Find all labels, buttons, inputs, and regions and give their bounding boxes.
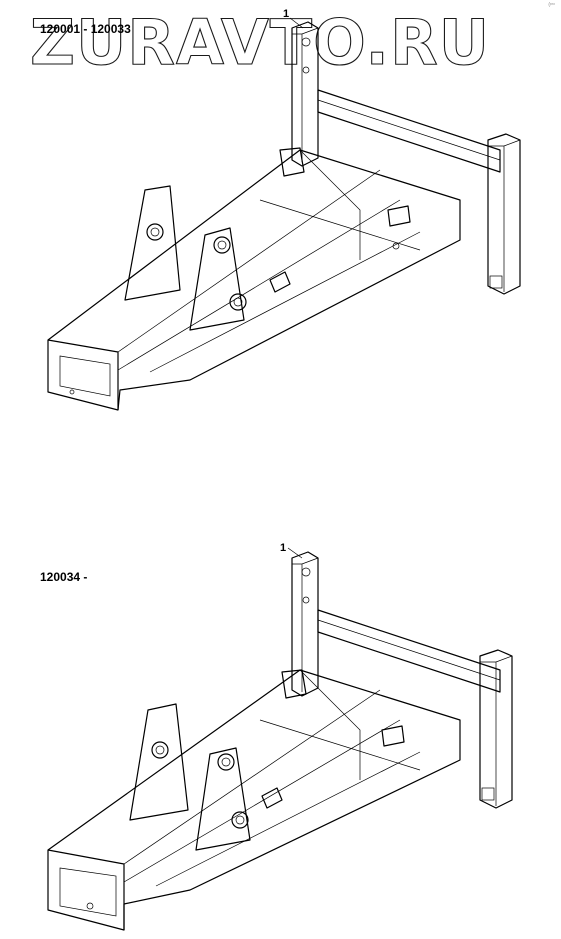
right-post [479, 649, 513, 809]
right-post [487, 133, 521, 295]
frame-assembly-top [47, 17, 521, 411]
part-callout-bottom: 1 [280, 542, 287, 554]
main-boom [47, 149, 461, 411]
rear-crossbeam [317, 89, 501, 173]
frame-drawing-bottom [47, 547, 513, 931]
watermark-text: ZURAVTO.RU [30, 6, 490, 74]
pivot-tower-right [195, 747, 251, 851]
pivot-tower-left [124, 185, 181, 301]
front-face [47, 849, 125, 930]
frame-assembly-bottom [47, 547, 513, 931]
callout-leader-bottom [287, 547, 303, 559]
serial-range-label-bottom: 120034 - [40, 570, 88, 584]
frame-drawing-top [47, 17, 521, 411]
serial-range-label-top: 120001 - 120033 [40, 22, 131, 36]
watermark-logo: ZURAVTO.RU [30, 5, 490, 74]
front-face [47, 339, 119, 410]
corner-mark: (ᵖʳᵒ [548, 2, 555, 8]
pivot-tower-left [129, 703, 189, 821]
main-boom [47, 669, 461, 931]
pivot-tower-right [189, 227, 245, 331]
left-post [291, 21, 319, 167]
callout-leader-top [289, 17, 304, 29]
part-callout-top: 1 [283, 8, 290, 20]
rear-crossbeam [317, 609, 501, 693]
